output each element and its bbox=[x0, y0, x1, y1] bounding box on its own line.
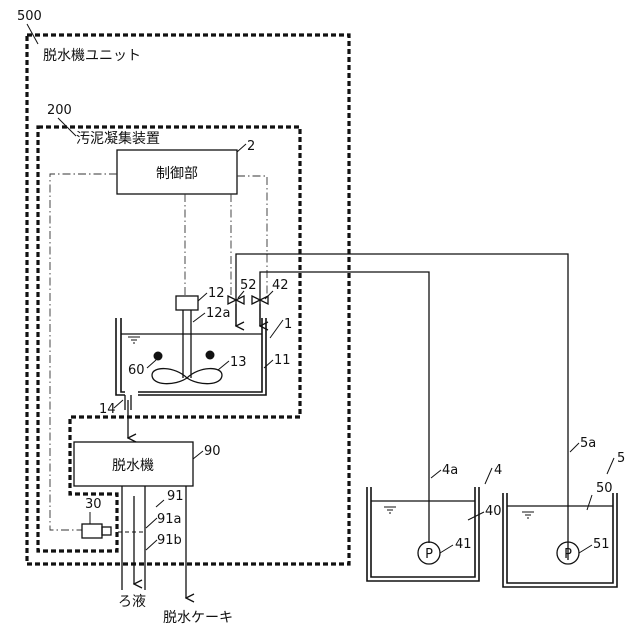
liquid-40-leader bbox=[468, 512, 484, 520]
shaft bbox=[183, 310, 191, 378]
pipe-4a-ref-label: 4a bbox=[442, 463, 458, 478]
controller-name-label: 制御部 bbox=[156, 166, 198, 182]
dehydrator-ref-leader bbox=[193, 451, 203, 459]
sensor-dot-right bbox=[206, 351, 215, 360]
tank-level-symbol bbox=[128, 337, 140, 343]
drain-b-ref-label: 91b bbox=[157, 533, 182, 548]
tank-wall-ref-label: 11 bbox=[274, 353, 291, 368]
tank-4-ref-label: 4 bbox=[494, 463, 502, 478]
controller-ref-label: 2 bbox=[247, 139, 255, 154]
shaft-ref-label: 12a bbox=[206, 306, 231, 321]
apparatus-name-label: 汚泥凝集装置 bbox=[76, 130, 160, 147]
impeller bbox=[152, 369, 222, 384]
pipe-4a-leader bbox=[431, 470, 441, 478]
motor-ref-label: 12 bbox=[208, 286, 225, 301]
drain-b-ref-leader bbox=[146, 540, 157, 550]
cake-label: 脱水ケーキ bbox=[163, 610, 233, 626]
apparatus-boundary bbox=[38, 127, 300, 551]
liquid-50-ref-label: 50 bbox=[596, 481, 613, 496]
liquid-40-ref-label: 40 bbox=[485, 504, 502, 519]
motor-box bbox=[176, 296, 198, 310]
filtrate-label: ろ液 bbox=[118, 594, 146, 610]
valve-42-ref-label: 42 bbox=[272, 278, 289, 293]
controller-ref-leader bbox=[237, 144, 246, 152]
pipe-5a-ref-label: 5a bbox=[580, 436, 596, 451]
impeller-ref-label: 13 bbox=[230, 355, 247, 370]
tank-ref-label: 1 bbox=[284, 317, 292, 332]
sensor-ref-label: 60 bbox=[128, 363, 145, 378]
unit-name-label: 脱水機ユニット bbox=[43, 48, 141, 64]
sensor-ref-leader bbox=[147, 360, 156, 368]
valve-52-ref-label: 52 bbox=[240, 278, 257, 293]
drain-a-ref-leader bbox=[146, 518, 157, 528]
motor-ref-leader bbox=[198, 293, 207, 301]
camera-body bbox=[82, 524, 102, 538]
apparatus-ref-label: 200 bbox=[47, 103, 72, 118]
pump-41-symbol: P bbox=[425, 547, 433, 562]
liquid-50-leader bbox=[587, 495, 592, 510]
pump-51-ref-label: 51 bbox=[593, 537, 610, 552]
tank-4-leader bbox=[485, 468, 492, 484]
pump-51-symbol: P bbox=[564, 547, 572, 562]
impeller-ref-leader bbox=[218, 361, 229, 370]
pipe-5a-leader bbox=[570, 443, 579, 452]
pipe-5a-route bbox=[236, 254, 568, 560]
valve-42-leader bbox=[265, 291, 273, 299]
tank-ref-leader bbox=[270, 320, 283, 338]
dehydrator-name-label: 脱水機 bbox=[112, 458, 154, 474]
drain-ref-label: 91 bbox=[167, 489, 184, 504]
dehydrator-ref-label: 90 bbox=[204, 444, 221, 459]
drain-a-ref-label: 91a bbox=[157, 512, 182, 527]
tank-5-ref-label: 5 bbox=[617, 451, 625, 466]
pipe-4a-route bbox=[260, 272, 429, 543]
tank-5-level-symbol bbox=[522, 512, 534, 518]
control-line-camera bbox=[50, 174, 117, 530]
camera-lens bbox=[102, 527, 111, 535]
pump-41-leader bbox=[440, 545, 453, 553]
unit-ref-label: 500 bbox=[17, 9, 42, 24]
pump-41-ref-label: 41 bbox=[455, 537, 472, 552]
tank-5-leader bbox=[607, 458, 614, 474]
pump-51-leader bbox=[579, 545, 592, 553]
sensor-dot-left bbox=[154, 352, 163, 361]
tank-4-level-symbol bbox=[384, 507, 396, 513]
outlet-ref-label: 14 bbox=[99, 402, 116, 417]
camera-ref-label: 30 bbox=[85, 497, 102, 512]
drain-ref-leader bbox=[156, 500, 164, 507]
shaft-ref-leader bbox=[193, 313, 205, 322]
